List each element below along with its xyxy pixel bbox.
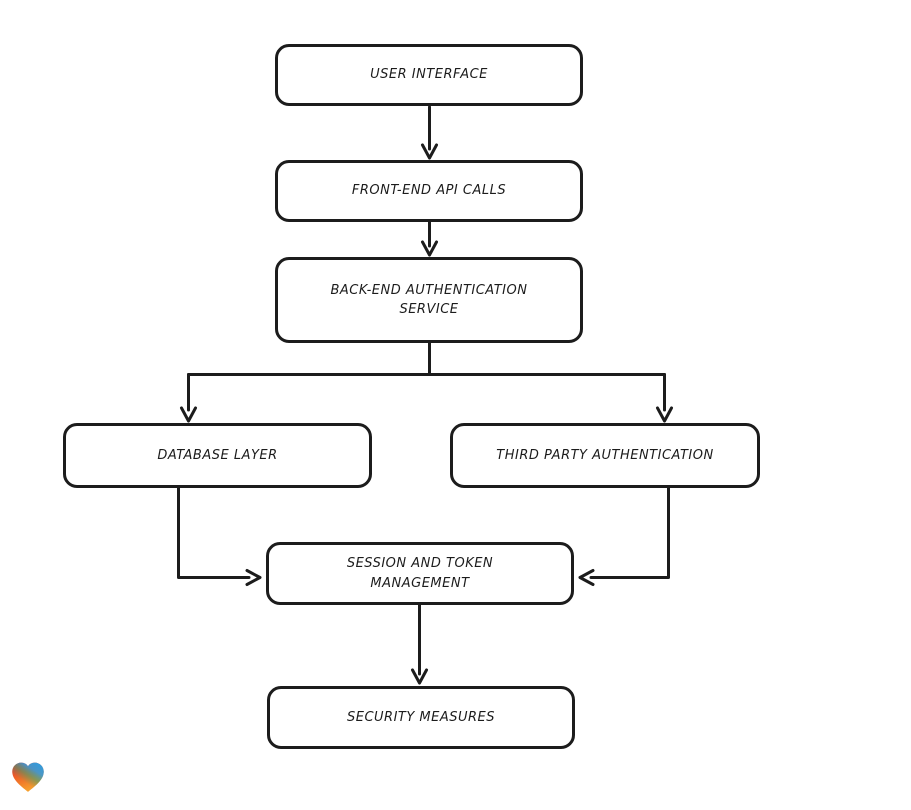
arrow-back-end-to-database-layer xyxy=(180,373,197,423)
branch-back-end-trunk xyxy=(187,341,666,376)
node-session-and-token-management-label: SESSION AND TOKEN MANAGEMENT xyxy=(346,556,494,591)
node-front-end-api-calls-label: FRONT-END API CALLS xyxy=(351,183,507,199)
node-database-layer-label: DATABASE LAYER xyxy=(157,447,278,463)
node-back-end-authentication-service-label: BACK-END AUTHENTICATION SERVICE xyxy=(330,282,528,318)
heart-logo-icon[interactable] xyxy=(10,760,46,794)
node-security-measures-label: SECURITY MEASURES xyxy=(346,709,496,725)
node-third-party-authentication: THIRD PARTY AUTHENTICATION xyxy=(450,423,760,488)
node-security-measures: SECURITY MEASURES xyxy=(267,686,575,749)
node-front-end-api-calls: FRONT-END API CALLS xyxy=(275,160,583,222)
arrow-database-layer-to-session xyxy=(177,486,262,586)
node-user-interface-label: USER INTERFACE xyxy=(370,67,488,83)
node-database-layer: DATABASE LAYER xyxy=(63,423,372,488)
node-user-interface: USER INTERFACE xyxy=(275,44,583,106)
arrow-session-to-security xyxy=(411,603,428,685)
node-back-end-authentication-service: BACK-END AUTHENTICATION SERVICE xyxy=(275,257,583,343)
arrow-back-end-to-third-party xyxy=(656,373,673,423)
node-third-party-authentication-label: THIRD PARTY AUTHENTICATION xyxy=(496,447,714,463)
node-session-and-token-management: SESSION AND TOKEN MANAGEMENT xyxy=(266,542,574,605)
arrow-third-party-to-session xyxy=(578,486,670,586)
arrow-user-interface-to-front-end xyxy=(421,105,438,160)
arrow-front-end-to-back-end xyxy=(421,220,438,257)
